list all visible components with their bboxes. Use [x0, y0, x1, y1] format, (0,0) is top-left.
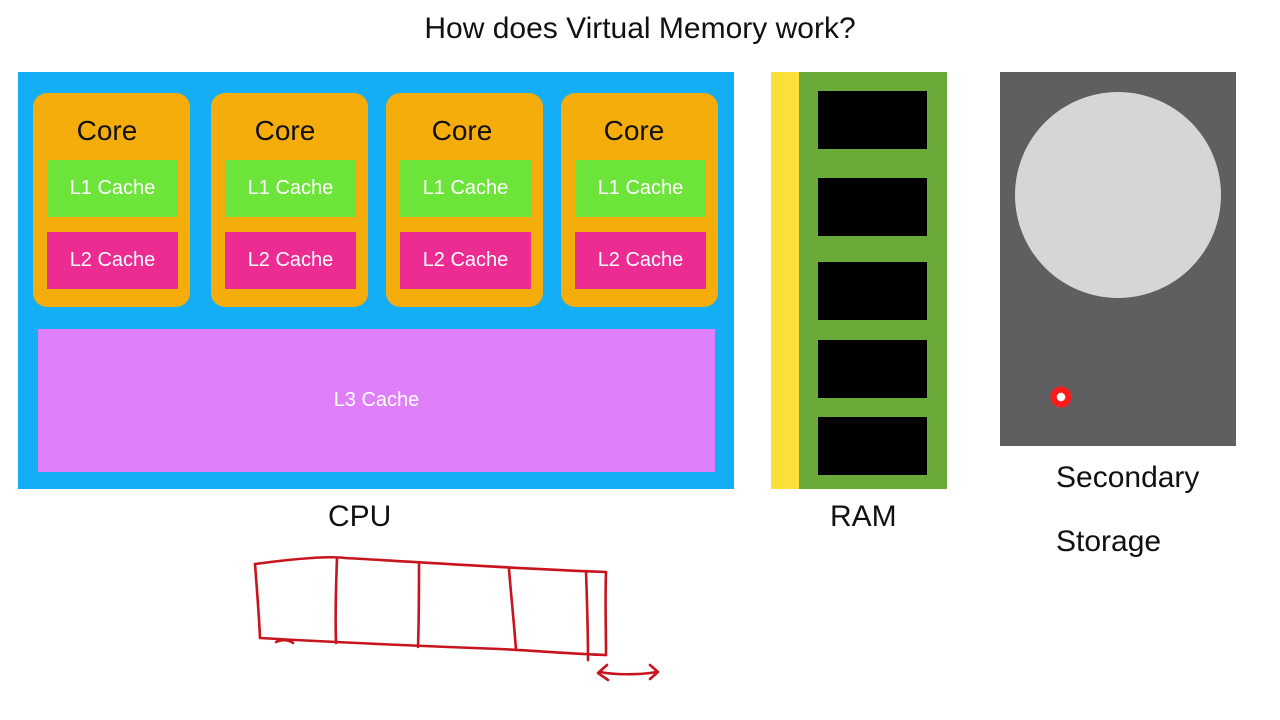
hard-drive [1000, 72, 1236, 446]
storage-label-line-2: Storage [1056, 525, 1162, 558]
sketch-arrow-right-head [648, 663, 660, 681]
diagram-title: How does Virtual Memory work? [424, 12, 856, 45]
disk-platter-icon [1015, 92, 1221, 298]
ram-chip [818, 262, 927, 320]
ram-chip [818, 178, 927, 236]
l1-cache: L1 Cache [400, 160, 531, 217]
l1-cache: L1 Cache [575, 160, 706, 217]
sketch-divider-3 [507, 567, 518, 652]
sketch-stray-mark [274, 638, 295, 645]
l2-cache: L2 Cache [225, 232, 356, 289]
l3-cache: L3 Cache [38, 329, 715, 472]
sketch-outline-top [253, 555, 608, 574]
l2-cache: L2 Cache [400, 232, 531, 289]
core-label: Core [254, 115, 316, 146]
ram-chip [818, 340, 927, 398]
cpu-label: CPU [328, 500, 392, 533]
ram-label: RAM [830, 500, 897, 533]
core-2: Core L1 Cache L2 Cache [211, 93, 368, 307]
core-1: Core L1 Cache L2 Cache [33, 93, 190, 307]
sketch-outline-bottom [258, 636, 608, 657]
sketch-outline-left [253, 562, 262, 640]
l2-cache: L2 Cache [575, 232, 706, 289]
sketch-arrow-left-head [596, 663, 610, 682]
l1-cache: L1 Cache [47, 160, 178, 217]
ram-chip [818, 417, 927, 475]
core-label: Core [603, 115, 665, 146]
core-label: Core [76, 115, 138, 146]
ram-edge-strip [771, 72, 799, 489]
storage-label-line-1: Secondary [1056, 461, 1200, 494]
core-label: Core [431, 115, 493, 146]
l2-cache: L2 Cache [47, 232, 178, 289]
cpu-block: Core L1 Cache L2 Cache Core L1 Cache L2 … [18, 72, 734, 489]
ram-chip [818, 91, 927, 149]
core-3: Core L1 Cache L2 Cache [386, 93, 543, 307]
sketch-divider-1 [334, 556, 339, 645]
storage-label: Secondary Storage [1056, 446, 1199, 574]
sketch-arrow-line [598, 670, 659, 676]
ram-module [771, 72, 947, 489]
sketch-divider-4 [584, 569, 590, 662]
core-4: Core L1 Cache L2 Cache [561, 93, 718, 307]
activity-led-icon [1050, 386, 1072, 408]
l1-cache: L1 Cache [225, 160, 356, 217]
sketch-divider-2 [416, 561, 421, 649]
